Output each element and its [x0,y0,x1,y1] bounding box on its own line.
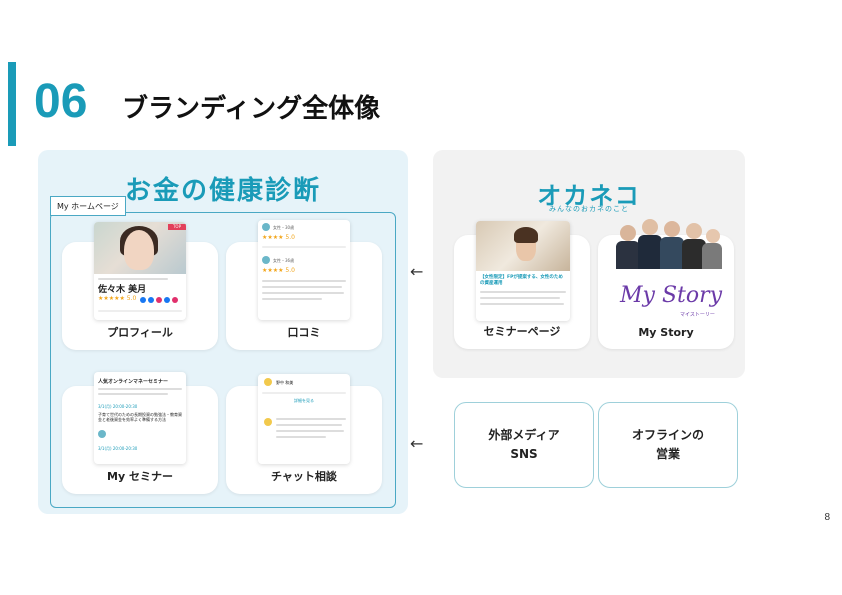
page-title: ブランディング全体像 [122,94,381,124]
chat-screenshot: 野中 和美 詳細を見る [258,374,350,464]
reviewer-2: 女性・36歳 [273,258,295,263]
my-seminar-label: My セミナー [107,470,173,483]
review-stars-1: ★★★★ 5.0 [262,234,295,241]
profile-screenshot: TOP 佐々木 美月 ★★★★★ 5.0 [94,222,186,320]
offline-sales-card[interactable]: オフラインの 営業 [598,402,738,488]
arrow-left-top: ← [410,262,424,281]
accent-bar [8,62,16,146]
chat-detail-button: 詳細を見る [294,398,314,403]
seminar-text: 子育て世代のための長期投資の勉強法・教育資金と老後資金を効率よく準備する方法 [98,412,182,423]
seminar-page-label: セミナーページ [483,325,561,338]
seminar-page-screenshot: 【女性限定】FPが提案する、女性のための資産運用 [476,221,570,321]
section-number: 06 [34,75,88,128]
arrow-left-bottom: ← [410,434,424,453]
offline-sales-line2: 営業 [655,447,680,461]
offline-sales-line1: オフラインの [631,427,704,442]
review-stars-2: ★★★★ 5.0 [262,267,295,274]
homepage-frame [50,212,396,508]
profile-photo: TOP [94,222,186,274]
reviews-screenshot: 女性・30歳 ★★★★ 5.0 女性・36歳 ★★★★ 5.0 [258,220,350,320]
my-story-label: My Story [638,326,694,339]
presenter-avatar [98,430,106,438]
seminar-date-1: 3/1(月) 20:00-20:30 [98,404,138,409]
chat-card[interactable]: 野中 和美 詳細を見る チャット相談 [226,374,382,494]
reviewer-avatar [262,223,270,231]
profile-rating: ★★★★★ 5.0 [98,295,137,302]
reviewer-1: 女性・30歳 [273,225,295,230]
instagram-icon-2 [172,297,178,303]
left-panel-title: お金の健康診断 [124,176,321,206]
profile-card[interactable]: TOP 佐々木 美月 ★★★★★ 5.0 プロフィール [62,222,218,350]
my-story-card[interactable]: My Story マイストーリー My Story [598,219,734,349]
my-story-logo-sub: マイストーリー [680,312,715,318]
external-media-card[interactable]: 外部メディア SNS [454,402,594,488]
my-seminar-card[interactable]: 人気オンラインマネーセミナー 3/1(月) 20:00-20:30 子育て世代の… [62,372,218,494]
instagram-icon [156,297,162,303]
okaneko-logo: オカネコ [537,182,641,210]
seminar-heading: 人気オンラインマネーセミナー [98,379,169,385]
facebook-icon-3 [164,297,170,303]
external-media-line1: 外部メディア [488,427,560,442]
facebook-icon [140,297,146,303]
seminar-page-caption: 【女性限定】FPが提案する、女性のための資産運用 [480,275,563,286]
seminar-page-card[interactable]: 【女性限定】FPが提案する、女性のための資産運用 セミナーページ [454,221,590,349]
reviews-card[interactable]: 女性・30歳 ★★★★ 5.0 女性・36歳 ★★★★ 5.0 口コミ [226,220,382,350]
chat-label: チャット相談 [271,470,337,483]
advisor-name: 野中 和美 [276,380,294,385]
my-story-logo: My Story [620,283,723,308]
profile-label: プロフィール [107,326,173,339]
homepage-tag: My ホームページ [50,196,126,216]
reviews-label: 口コミ [287,326,321,339]
advisors-group-photo [612,215,722,275]
advisor-avatar [264,378,272,386]
seminar-photo [476,221,570,271]
profile-name: 佐々木 美月 [98,285,147,295]
okaneko-tagline: みんなのおカネのこと [549,205,629,213]
top-badge: TOP [168,224,186,230]
seminar-date-2: 3/1(月) 20:00-20:30 [98,446,138,451]
advisor-avatar-2 [264,418,272,426]
seminar-screenshot: 人気オンラインマネーセミナー 3/1(月) 20:00-20:30 子育て世代の… [94,372,186,464]
external-media-line2: SNS [510,447,538,461]
reviewer-avatar-2 [262,256,270,264]
facebook-icon-2 [148,297,154,303]
page-number: 8 [824,512,830,523]
